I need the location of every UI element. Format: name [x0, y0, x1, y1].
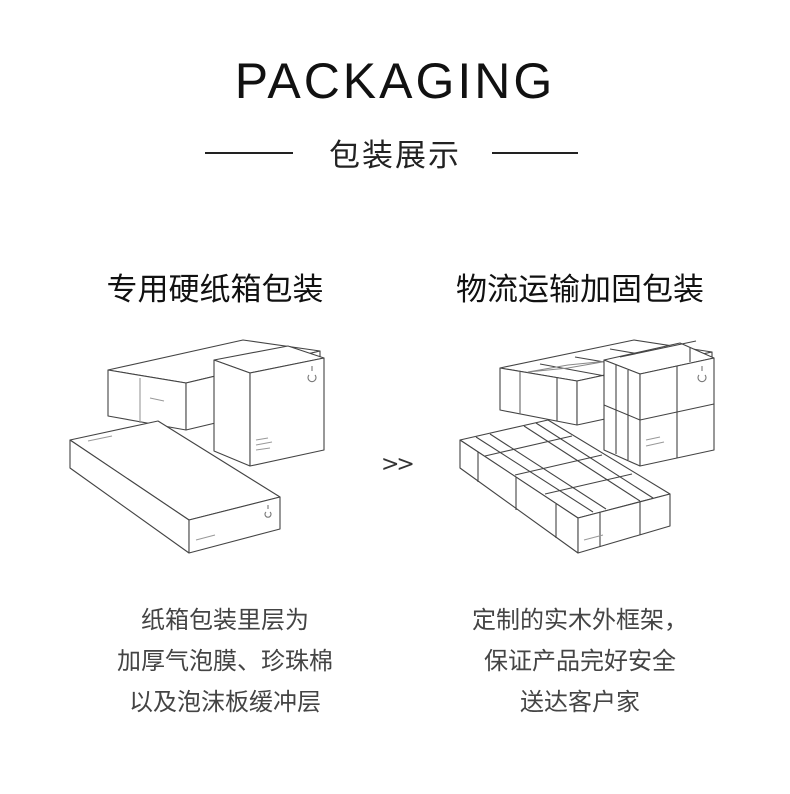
description-line: 送达客户家	[520, 688, 640, 716]
cardboard-box-cube	[213, 345, 325, 467]
page-subtitle: 包装展示	[329, 138, 461, 174]
description-line: 加厚气泡膜、珍珠棉	[117, 647, 333, 675]
cardboard-packaging-description: 纸箱包装里层为 加厚气泡膜、珍珠棉 以及泡沫板缓冲层	[60, 600, 390, 723]
wooden-crate-cube	[603, 340, 715, 467]
subtitle-left-rule	[205, 152, 293, 154]
description-line: 纸箱包装里层为	[141, 606, 309, 634]
cardboard-packaging-heading: 专用硬纸箱包装	[106, 272, 324, 308]
wooden-crate-packaging-heading: 物流运输加固包装	[456, 272, 704, 308]
packaging-illustration	[69, 339, 715, 554]
subtitle-right-rule	[492, 152, 578, 154]
cardboard-box-flat-front	[69, 420, 281, 554]
transition-arrow-icon: >>	[381, 452, 415, 477]
description-line: 以及泡沫板缓冲层	[129, 688, 321, 716]
wooden-crate-packaging-description: 定制的实木外框架， 保证产品完好安全 送达客户家	[420, 600, 740, 723]
wooden-crate-flat-front	[459, 419, 671, 554]
page-title: PACKAGING	[234, 53, 556, 109]
subtitle-row: 包装展示	[0, 130, 790, 174]
description-line: 保证产品完好安全	[484, 647, 676, 675]
description-line: 定制的实木外框架，	[472, 606, 688, 634]
